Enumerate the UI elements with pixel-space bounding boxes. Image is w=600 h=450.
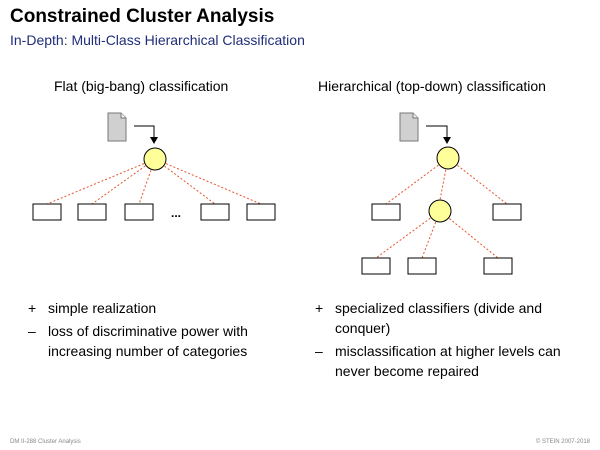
flat-category-box [246, 203, 276, 221]
bullet-item: + simple realization [28, 298, 298, 318]
bullet-text: misclassification at higher levels can n… [335, 343, 561, 379]
sub-classifier-node [428, 199, 452, 223]
hier-category-box [361, 257, 391, 275]
bullet-item: – misclassification at higher levels can… [315, 341, 590, 381]
flat-classification-heading: Flat (big-bang) classification [54, 78, 229, 94]
flat-edges [46, 158, 262, 205]
hier-category-box [483, 257, 513, 275]
flat-bullet-list: + simple realization – loss of discrimin… [28, 298, 298, 364]
flat-category-box [32, 203, 62, 221]
bullet-item: + specialized classifiers (divide and co… [315, 298, 590, 338]
slide-title: Constrained Cluster Analysis [10, 6, 275, 27]
hier-category-box [371, 203, 401, 221]
bullet-text: simple realization [48, 300, 157, 316]
flat-ellipsis: ... [171, 206, 181, 220]
bullet-text: specialized classifiers (divide and conq… [335, 300, 542, 336]
document-icon [107, 112, 127, 142]
hierarchical-diagram [361, 112, 522, 275]
footer-right: © STEIN 2007-2018 [535, 439, 590, 445]
document-icon [399, 112, 419, 142]
input-arrow [134, 125, 158, 144]
flat-classifier-node [143, 147, 167, 171]
bullet-mark: – [28, 323, 36, 339]
hierarchical-classification-heading: Hierarchical (top-down) classification [318, 78, 546, 94]
bullet-item: – loss of discriminative power with incr… [28, 321, 298, 361]
bullet-mark: + [28, 300, 37, 316]
flat-diagram: ... [32, 112, 276, 221]
flat-category-box [77, 203, 107, 221]
flat-category-box [200, 203, 230, 221]
bullet-text: loss of discriminative power with increa… [48, 323, 248, 359]
footer-left: DM II-288 Cluster Analysis [10, 439, 81, 445]
hier-category-box [407, 257, 437, 275]
flat-category-box [124, 203, 154, 221]
hierarchical-bullet-list: + specialized classifiers (divide and co… [315, 298, 590, 384]
slide-subtitle: In-Depth: Multi-Class Hierarchical Class… [10, 32, 305, 48]
root-classifier-node [436, 146, 460, 170]
hier-category-box [492, 203, 522, 221]
bullet-mark: + [315, 300, 324, 316]
bullet-mark: – [315, 343, 323, 359]
input-arrow [426, 125, 451, 144]
